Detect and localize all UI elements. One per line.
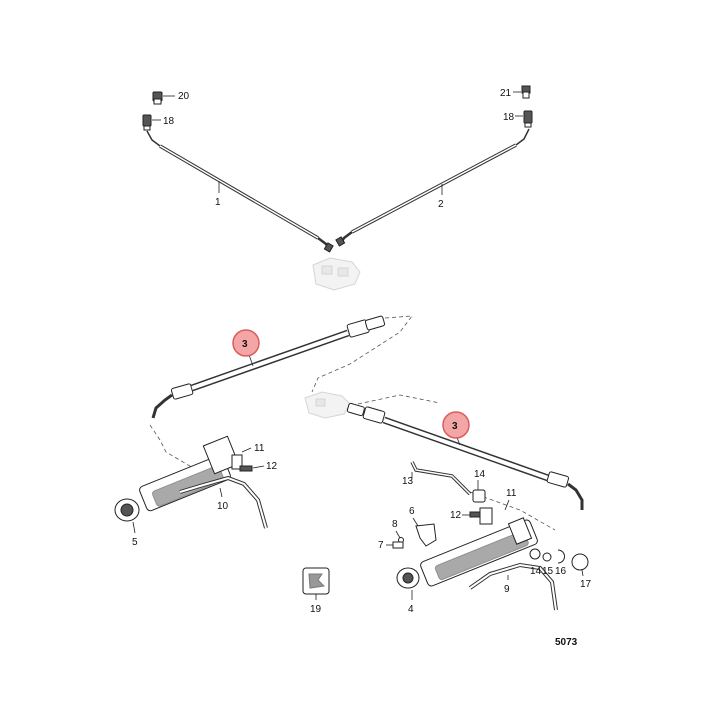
bracket-11-left-icon xyxy=(231,454,243,470)
label-3-left: 3 xyxy=(242,339,248,350)
label-10: 10 xyxy=(217,501,229,512)
screw-12-right-icon xyxy=(469,511,481,518)
label-11-left: 11 xyxy=(254,443,265,454)
label-1: 1 xyxy=(215,197,221,208)
label-11-right: 11 xyxy=(506,488,517,499)
pump-block-ghost-top-icon xyxy=(312,257,361,291)
tube-10-icon xyxy=(179,475,268,529)
screw-12-left-icon xyxy=(239,465,253,472)
label-13: 13 xyxy=(402,476,414,487)
seal-15-icon xyxy=(542,552,552,562)
label-18-right: 18 xyxy=(503,112,515,123)
fitting-20-icon xyxy=(152,91,163,105)
top-assembly: 20 18 1 21 18 xyxy=(142,85,533,291)
label-8: 8 xyxy=(392,519,398,530)
tube-13-icon xyxy=(410,461,472,496)
label-12-right: 12 xyxy=(450,510,462,521)
callout-3-left xyxy=(232,329,260,357)
label-3-right: 3 xyxy=(452,421,458,432)
middle-assembly: 3 3 xyxy=(149,315,584,531)
label-7: 7 xyxy=(378,540,384,551)
cylinder-5-icon xyxy=(114,435,240,522)
right-cylinder-assembly: 13 14 11 12 6 8 7 xyxy=(378,461,592,615)
tube-9-icon xyxy=(468,562,558,611)
fitting-21-icon xyxy=(521,85,531,99)
label-15: 15 xyxy=(542,566,554,577)
hose-3-right-icon xyxy=(346,402,584,510)
bushing-14-icon xyxy=(472,489,486,503)
label-12-left: 12 xyxy=(266,461,278,472)
label-21: 21 xyxy=(500,88,512,99)
label-6: 6 xyxy=(409,506,415,517)
label-9: 9 xyxy=(504,584,510,595)
figure-number: 5073 xyxy=(555,637,578,648)
label-4: 4 xyxy=(408,604,414,615)
label-19: 19 xyxy=(310,604,322,615)
hose-3-left-icon xyxy=(151,315,386,419)
label-18-left: 18 xyxy=(163,116,175,127)
label-2: 2 xyxy=(438,199,444,210)
cylinder-4-icon xyxy=(396,517,538,589)
label-20: 20 xyxy=(178,91,190,102)
clip-6-icon xyxy=(415,523,437,547)
bracket-11-right-icon xyxy=(479,507,493,525)
left-cylinder-assembly: 5 11 12 10 xyxy=(114,435,278,548)
cap-17-icon xyxy=(571,553,589,571)
fitting-18-left-icon xyxy=(142,114,152,131)
label-14-top: 14 xyxy=(474,469,486,480)
ring-14-icon xyxy=(529,548,541,560)
label-17: 17 xyxy=(580,579,592,590)
hose-2-icon xyxy=(335,128,530,247)
label-16: 16 xyxy=(555,566,567,577)
bolt-7-icon xyxy=(392,541,404,549)
label-14-bottom: 14 xyxy=(530,566,542,577)
label-5: 5 xyxy=(132,537,138,548)
snap-ring-16-icon xyxy=(557,549,565,564)
callout-3-right xyxy=(442,411,470,439)
item-19-group: 19 xyxy=(302,567,330,615)
fitting-18-right-icon xyxy=(523,110,533,128)
hose-1-icon xyxy=(146,130,334,253)
pump-block-ghost-middle-icon xyxy=(304,391,351,419)
